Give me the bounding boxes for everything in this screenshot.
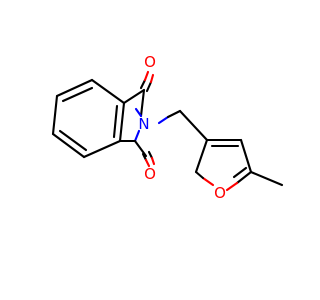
bond xyxy=(149,73,155,84)
bond xyxy=(139,88,146,118)
bond xyxy=(249,170,284,187)
bond xyxy=(122,88,146,105)
bond xyxy=(194,138,209,174)
bond xyxy=(157,115,170,125)
bond xyxy=(133,129,141,143)
bond xyxy=(118,101,126,143)
bond xyxy=(134,107,143,118)
bond xyxy=(147,150,154,160)
bond xyxy=(90,78,126,105)
bond xyxy=(112,104,119,139)
bond xyxy=(58,129,88,152)
methyl-group xyxy=(249,170,284,187)
furan-oxygen-atom: O xyxy=(214,184,226,202)
molecule-structure: O N O O xyxy=(51,53,284,202)
bond xyxy=(201,176,215,187)
carbonyl-bottom xyxy=(141,150,156,168)
bond xyxy=(61,86,94,103)
bond xyxy=(139,78,147,90)
oxygen-atom-top: O xyxy=(144,53,156,71)
furan-ring xyxy=(194,138,253,192)
carbonyl-top xyxy=(139,70,155,93)
bond xyxy=(82,139,122,159)
methylene-link xyxy=(157,109,209,142)
oxygen-atom-bottom: O xyxy=(144,165,156,183)
bond xyxy=(144,158,151,168)
bond xyxy=(232,166,248,179)
bond xyxy=(141,152,148,162)
bond xyxy=(145,80,153,93)
bond xyxy=(166,109,182,119)
bond xyxy=(133,139,148,158)
bond xyxy=(55,78,94,98)
imide-ring xyxy=(118,88,148,158)
benzene-ring xyxy=(51,78,126,159)
bond xyxy=(239,138,253,174)
bond xyxy=(178,109,209,142)
bond xyxy=(235,170,253,185)
bond xyxy=(51,94,59,136)
bond xyxy=(150,156,156,166)
bond xyxy=(194,170,205,180)
bond xyxy=(143,70,150,82)
bond xyxy=(225,181,239,192)
bond xyxy=(51,132,86,159)
nitrogen-atom: N xyxy=(138,115,149,133)
